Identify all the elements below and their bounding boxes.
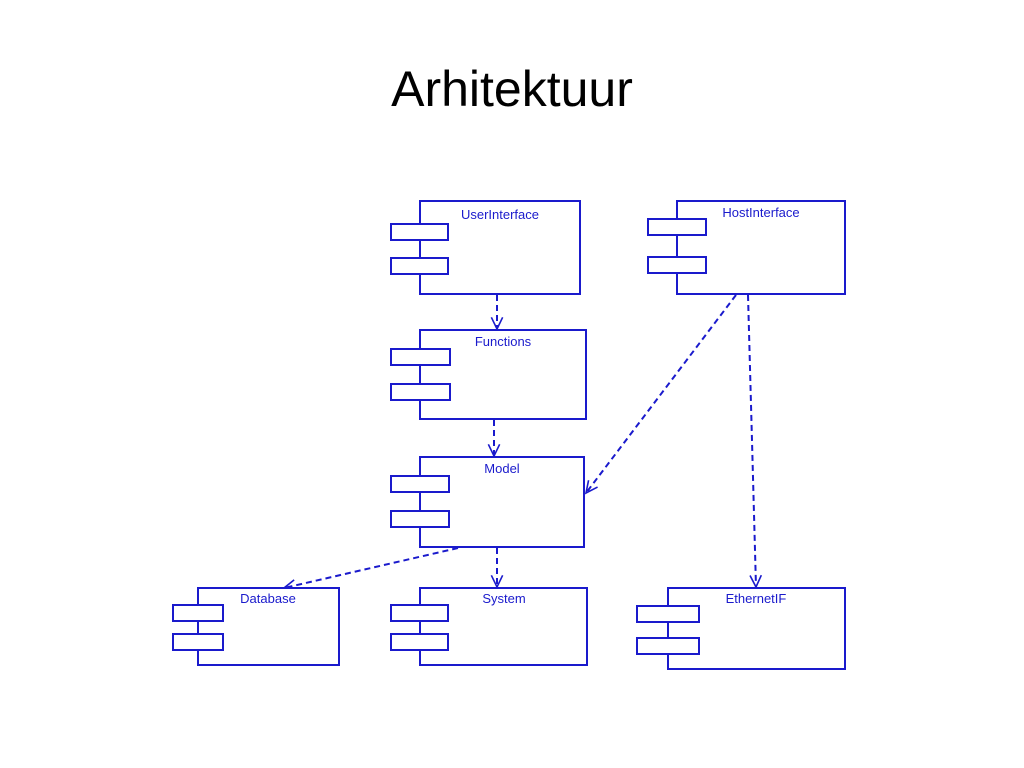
component-label: EthernetIF <box>726 591 787 606</box>
component-body <box>419 200 581 295</box>
component-port-1 <box>647 218 707 236</box>
component-port-2 <box>390 257 449 275</box>
component-host: HostInterface <box>647 200 846 295</box>
dependency-arrow <box>487 420 501 458</box>
dependency-arrow <box>282 547 459 592</box>
component-body <box>676 200 846 295</box>
component-eth: EthernetIF <box>636 587 846 670</box>
component-port-2 <box>390 383 451 401</box>
component-ui: UserInterface <box>390 200 581 295</box>
component-port-2 <box>390 510 450 528</box>
component-port-2 <box>390 633 449 651</box>
dependency-arrow <box>747 294 763 589</box>
component-port-1 <box>390 223 449 241</box>
component-label: UserInterface <box>461 207 539 222</box>
component-port-1 <box>390 604 449 622</box>
dependency-line <box>585 294 737 494</box>
component-port-1 <box>390 475 450 493</box>
dependency-arrow <box>490 548 504 589</box>
component-label: Database <box>240 591 296 606</box>
component-body <box>419 329 587 420</box>
component-func: Functions <box>390 329 587 420</box>
component-port-1 <box>636 605 700 623</box>
component-label: Functions <box>475 334 532 349</box>
dependency-line <box>283 547 459 589</box>
component-model: Model <box>390 456 585 548</box>
component-port-2 <box>647 256 707 274</box>
slide-title: Arhitektuur <box>391 61 633 117</box>
component-body <box>419 587 588 666</box>
component-body <box>419 456 585 548</box>
component-body <box>667 587 846 670</box>
dependency-arrow <box>490 295 504 331</box>
component-label: Model <box>484 461 520 476</box>
component-sys: System <box>390 587 588 666</box>
component-label: HostInterface <box>722 205 799 220</box>
component-label: System <box>482 591 525 606</box>
component-port-2 <box>636 637 700 655</box>
component-db: Database <box>172 587 340 666</box>
dependency-arrow <box>584 294 737 495</box>
arrowhead-icon <box>584 480 598 495</box>
component-port-2 <box>172 633 224 651</box>
component-port-1 <box>172 604 224 622</box>
component-port-1 <box>390 348 451 366</box>
dependency-line <box>747 294 757 588</box>
component-body <box>197 587 340 666</box>
